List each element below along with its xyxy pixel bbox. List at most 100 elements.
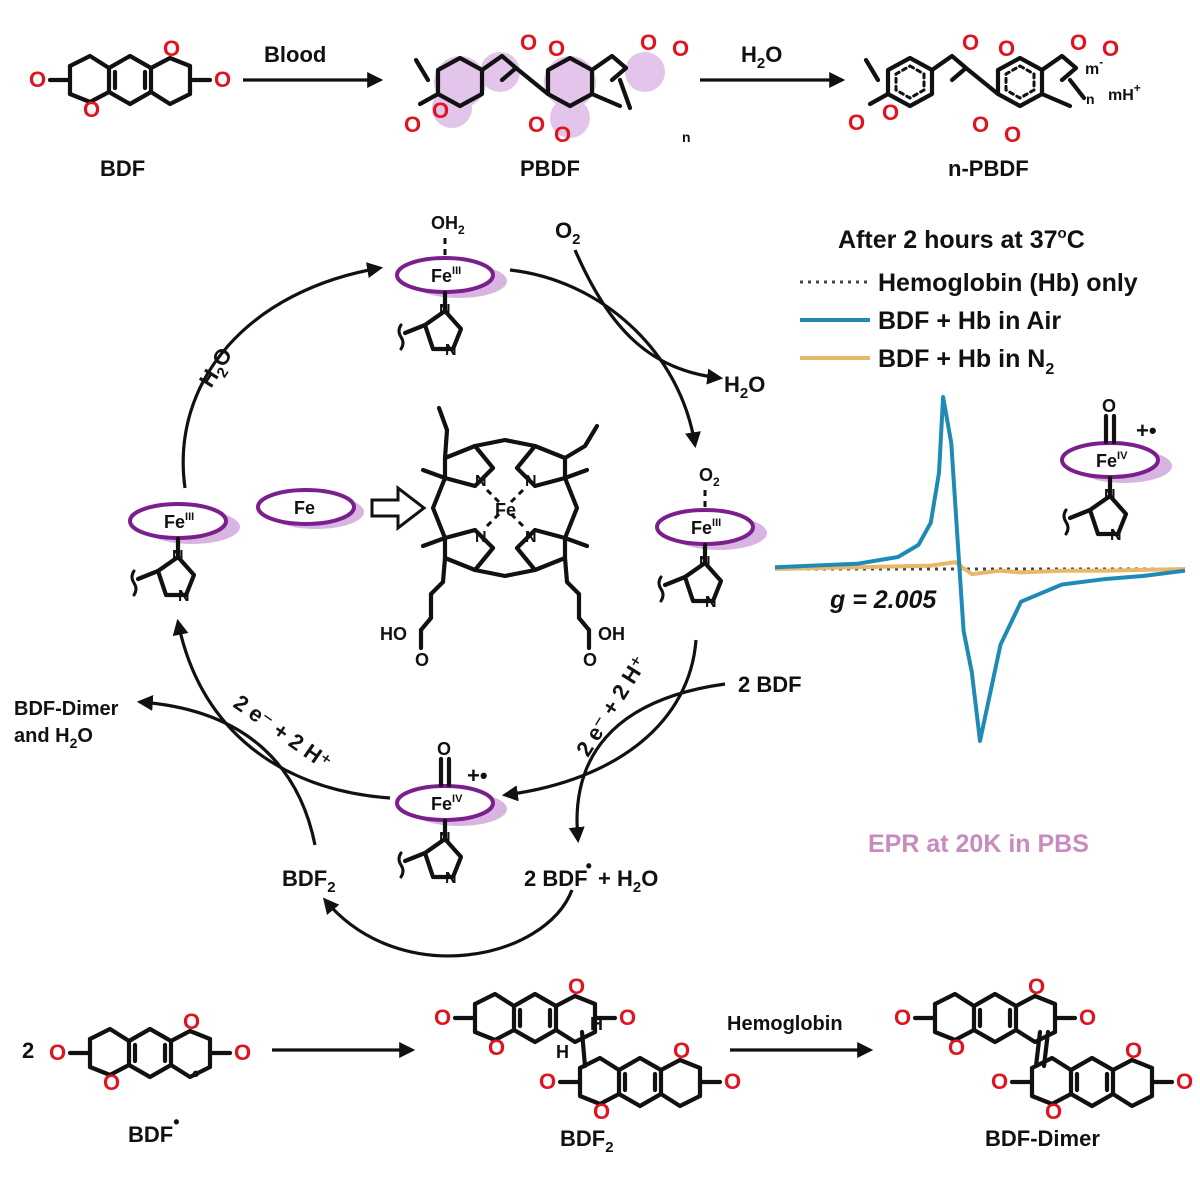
fe-heme-symbol: Fe <box>256 488 364 529</box>
svg-text:N: N <box>699 554 711 571</box>
svg-text:+•: +• <box>467 763 488 788</box>
svg-text:O: O <box>234 1040 251 1065</box>
svg-text:O: O <box>163 36 180 61</box>
npbdf-label: n-PBDF <box>948 156 1029 181</box>
svg-text:O: O <box>568 974 585 999</box>
water-label: H2O <box>741 42 782 72</box>
svg-text:O: O <box>434 1005 451 1030</box>
svg-text:O: O <box>948 1035 965 1060</box>
svg-text:H: H <box>590 1014 603 1034</box>
svg-text:N: N <box>445 342 457 359</box>
and-h2o-label: and H2O <box>14 725 93 751</box>
svg-text:O: O <box>432 98 449 123</box>
svg-text:O: O <box>991 1069 1008 1094</box>
cycle-arc-bottom <box>322 889 574 958</box>
h2o-out-label: H2O <box>724 372 765 402</box>
svg-text:O: O <box>882 100 899 125</box>
bdf2-cycle-label: BDF2 <box>282 866 336 896</box>
svg-text:O: O <box>672 36 689 61</box>
svg-text:O: O <box>640 30 657 55</box>
svg-text:O: O <box>488 1035 505 1060</box>
svg-text:O: O <box>49 1040 66 1065</box>
svg-text:O: O <box>548 36 565 61</box>
heme-fe3-resting: FeIII N N <box>128 502 240 605</box>
bdf-dimer-structure: O O O O O O O O <box>894 974 1193 1124</box>
svg-text:O: O <box>972 112 989 137</box>
svg-text:N: N <box>525 473 537 490</box>
svg-text:FeIII: FeIII <box>431 265 461 286</box>
bdf-radical-structure: O O O O • <box>49 1009 251 1095</box>
svg-text:N: N <box>445 870 457 887</box>
legend-label-air: BDF + Hb in Air <box>878 307 1061 335</box>
svg-text:O: O <box>404 112 421 137</box>
svg-text:O: O <box>848 110 865 135</box>
epr-series-1 <box>774 395 1186 743</box>
svg-text:N: N <box>172 548 184 565</box>
cycle-arc-h2o <box>181 262 384 489</box>
epr-series-2 <box>774 560 1186 577</box>
svg-text:N: N <box>475 529 487 546</box>
svg-text:O: O <box>1102 36 1119 61</box>
svg-text:•: • <box>192 1061 200 1086</box>
heme-fe4-oxo: O +• FeIV N N <box>395 739 507 887</box>
svg-text:O: O <box>1125 1038 1142 1063</box>
svg-text:FeIII: FeIII <box>164 511 194 532</box>
svg-text:O: O <box>1176 1069 1193 1094</box>
electrons-left-label: 2 e⁻ + 2 H⁺ <box>229 690 336 775</box>
svg-text:+•: +• <box>1136 418 1157 443</box>
two-bdf-arrow <box>568 682 726 844</box>
two-bdf-label: 2 BDF <box>738 672 802 697</box>
mh-plus-label: mH+ <box>1108 81 1141 104</box>
svg-text:O: O <box>593 1099 610 1124</box>
chart-legend: Hemoglobin (Hb) only BDF + Hb in Air BDF… <box>800 269 1138 378</box>
epr-plot-area <box>774 395 1186 743</box>
bdf-dimer-out-label: BDF-Dimer <box>14 698 119 720</box>
svg-text:OH: OH <box>598 624 625 644</box>
svg-text:N: N <box>525 529 537 546</box>
legend-label-n2: BDF + Hb in N2 <box>878 345 1054 378</box>
chart-title: After 2 hours at 37oC <box>838 225 1085 254</box>
svg-text:O: O <box>103 1070 120 1095</box>
svg-text:N: N <box>1110 527 1122 544</box>
m-minus-label: m- <box>1085 55 1103 78</box>
legend-label-hb: Hemoglobin (Hb) only <box>878 269 1138 297</box>
svg-text:O: O <box>183 1009 200 1034</box>
oxygen-atom: O <box>29 67 46 92</box>
svg-text:FeIV: FeIV <box>1096 450 1128 471</box>
svg-text:FeIII: FeIII <box>691 517 721 538</box>
bdf2-structure: O O O O O O O O H H <box>434 974 741 1124</box>
svg-text:O: O <box>673 1038 690 1063</box>
svg-text:N: N <box>439 302 451 319</box>
chart-footer: EPR at 20K in PBS <box>868 830 1089 858</box>
svg-text:O: O <box>214 67 231 92</box>
o2-label: O2 <box>555 218 580 248</box>
bdf-radical-label: BDF• <box>128 1112 180 1147</box>
svg-text:O: O <box>998 36 1015 61</box>
svg-text:O: O <box>619 1005 636 1030</box>
svg-text:O: O <box>1079 1005 1096 1030</box>
bdf-label: BDF <box>100 156 145 181</box>
two-bdf-radical-label: 2 BDF• + H2O <box>524 856 658 896</box>
svg-text:Fe: Fe <box>495 500 516 520</box>
svg-text:O: O <box>554 122 571 147</box>
svg-text:O2: O2 <box>699 465 720 489</box>
svg-text:O: O <box>962 30 979 55</box>
bdf-structure: O O O O <box>29 36 231 122</box>
heme-fe3-oxy: O2 FeIII N N <box>655 465 767 611</box>
dimer-out-arrow <box>136 694 317 846</box>
svg-text:O: O <box>415 650 429 670</box>
svg-text:O: O <box>520 30 537 55</box>
svg-text:N: N <box>475 473 487 490</box>
pbdf-label: PBDF <box>520 156 580 181</box>
cycle-arc-o2-binding <box>509 268 701 449</box>
svg-text:n: n <box>1086 91 1095 107</box>
cycle-arc-left-lower <box>172 618 391 800</box>
pbdf-structure: O O O O O O O O n <box>404 30 691 147</box>
svg-text:O: O <box>724 1069 741 1094</box>
heme-fe3-aqua: OH2 FeIII N N <box>395 213 507 359</box>
inset-heme-fe4: O +• FeIV N N <box>1060 396 1172 544</box>
bdf2-label: BDF2 <box>560 1126 614 1156</box>
npbdf-structure: O O O O O O O O n <box>848 30 1119 147</box>
svg-text:O: O <box>583 650 597 670</box>
